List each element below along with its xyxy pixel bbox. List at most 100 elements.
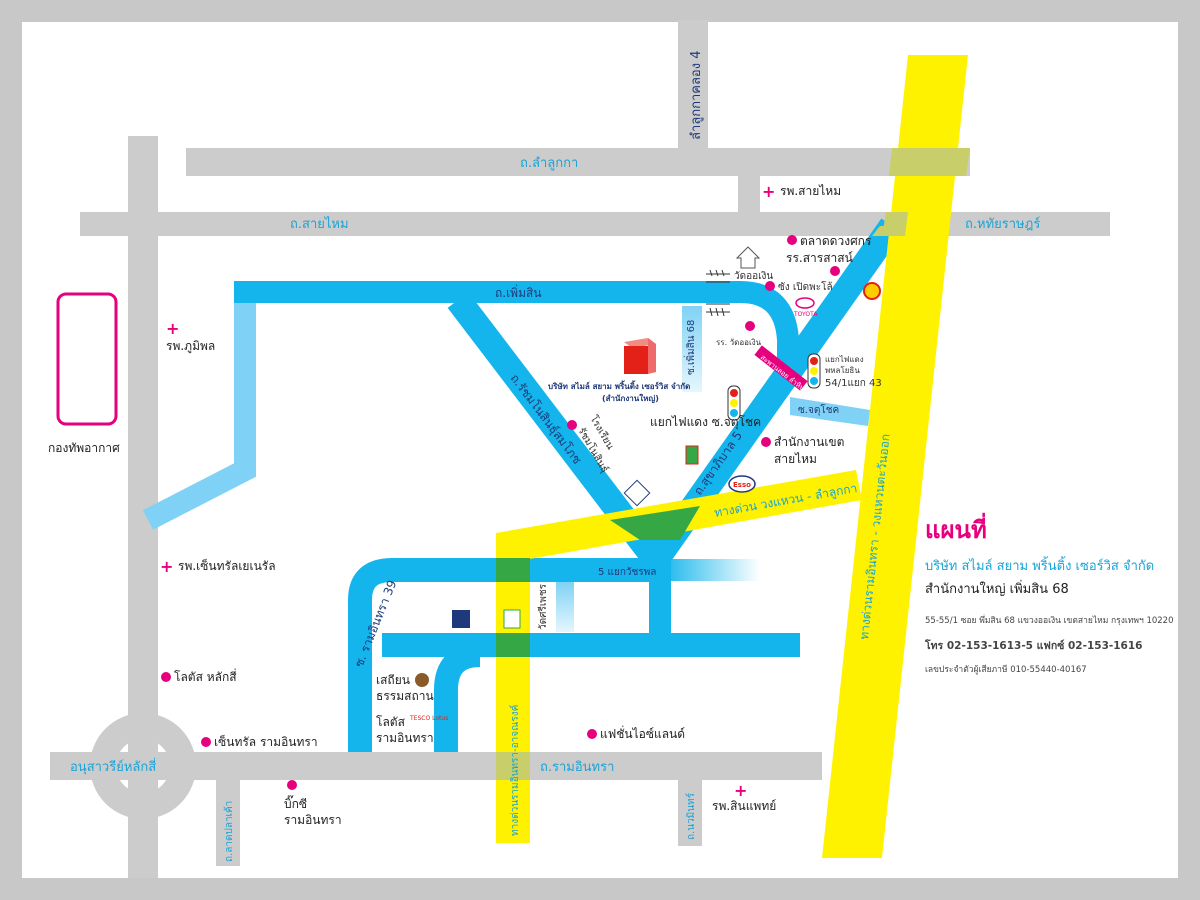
dot-icon	[830, 266, 840, 276]
label-phermsin68: ซ.เพิ่มสิน 68	[683, 320, 697, 375]
label-lang-plakhao: ถ.ลาดปลาเค้า	[223, 801, 235, 862]
label-saimai: ถ.สายไหม	[290, 216, 349, 232]
bank-icon-2	[503, 609, 521, 629]
expressway-atnarong	[496, 533, 530, 843]
label-phermsin: ถ.เพิ่มสิน	[495, 284, 542, 300]
tax-id: เลขประจำตัวผู้เสียภาษี 010-55440-40167	[925, 665, 1087, 675]
dot-icon	[745, 321, 755, 331]
cross-icon: +	[160, 557, 173, 576]
company-sub: (สำนักงานใหญ่)	[602, 393, 659, 404]
road-navamin	[678, 780, 702, 846]
bigc-1: บิ๊กซี	[284, 795, 307, 811]
rr-saransat: รร.สารสาสน์	[786, 251, 853, 265]
light-junction-2: พหลโยธิน	[825, 365, 860, 375]
central-ram: เซ็นทรัล รามอินทรา	[214, 734, 318, 749]
toyota: ซัง เปิดพะโล้	[778, 280, 833, 293]
tesco-logo: TESCO Lotus	[409, 715, 448, 722]
overlaps	[496, 148, 970, 780]
label-anusawari: อนุสาวรีย์หลักสี่	[70, 758, 156, 775]
office-1: สำนักงานเขต	[774, 435, 844, 449]
road-phermsin68	[682, 306, 702, 392]
cross-icon: +	[734, 781, 747, 800]
dot-icon	[567, 420, 577, 430]
bank-icon	[452, 610, 470, 628]
label-jatuchot: ซ.จตุโชค	[798, 403, 839, 416]
dot-icon	[161, 672, 171, 682]
airforce: กองทัพอากาศ	[48, 441, 120, 455]
label-expressway-atnarong: ทางด่วนรามอินทรา-อาจณรงค์	[509, 705, 521, 836]
light-jatuchot: แยกไฟแดง ซ.จตุโชค	[650, 415, 761, 430]
road-jatuchot	[790, 397, 870, 426]
road-lower-branch	[434, 643, 481, 752]
phone: โทร 02-153-1613-5 แฟกซ์ 02-153-1616	[925, 640, 1143, 652]
overlap-7	[889, 148, 970, 176]
overlap-4	[496, 752, 530, 780]
road-lang-plakhao	[216, 780, 240, 866]
rp-saimai: รพ.สายไหม	[780, 184, 841, 198]
rp-bhumibol: รพ.ภูมิพล	[166, 339, 215, 354]
laksi-circle	[90, 713, 196, 819]
label-hathairat: ถ.หทัยราษฎร์	[965, 216, 1040, 232]
headquarters: สำนักงานใหญ่ เพิ่มสิน 68	[925, 582, 1069, 597]
label-wat-sriwong: วัดศรีเพชร	[537, 583, 549, 630]
road-ramintra39	[348, 558, 660, 752]
dot-icon	[787, 235, 797, 245]
rp-central: รพ.เซ็นทรัลเยเนรัล	[178, 558, 276, 573]
blue-roads	[234, 218, 903, 752]
road-phermsin	[234, 281, 799, 360]
dot-icon	[287, 780, 297, 790]
rr-ao-ngoen: รร. วัดออเงิน	[716, 338, 762, 347]
road-lumlukka4	[678, 20, 708, 148]
talad-duangkamon: ตลาดดวงศกร	[800, 234, 872, 248]
road-five-junction-fade	[660, 559, 760, 581]
setthiyan-2: ธรรมสถาน	[376, 689, 434, 703]
road-saimai-hospital-soi	[738, 176, 760, 214]
toyota-logo: TOYOTA	[793, 311, 818, 318]
road-wat-sriwong-soi	[556, 582, 574, 632]
rp-sinphaet: รพ.สินแพทย์	[712, 799, 776, 813]
seven-eleven-icon	[685, 445, 699, 465]
dot-icon	[587, 729, 597, 739]
label-lumlukka4: ลำลูกกาคลอง 4	[689, 51, 704, 141]
label-navamin: ถ.นวมินทร์	[685, 792, 697, 840]
traffic-light-icon	[727, 385, 741, 421]
map-title: แผนที่	[925, 516, 987, 544]
light-junction-1: แยกไฟแดง	[825, 355, 864, 364]
overlap-3	[496, 633, 530, 657]
dot-icon	[761, 437, 771, 447]
traffic-light-icon	[807, 353, 821, 389]
road-lumlukka	[186, 148, 970, 176]
temple-icon	[735, 246, 761, 269]
bridge-icon	[706, 269, 730, 317]
places: + รพ.สายไหม ตลาดดวงศกร รร.สารสาสน์ วัดออ…	[48, 182, 882, 827]
road-bhumibol-soi	[142, 302, 256, 530]
overlap-2	[496, 558, 530, 582]
light-blue-roads	[142, 302, 870, 632]
dot-icon	[765, 281, 775, 291]
road-saimai	[80, 212, 1110, 236]
company-building-icon	[624, 338, 656, 374]
esso-icon	[728, 475, 756, 493]
cross-icon: +	[166, 319, 179, 338]
cross-icon: +	[762, 182, 775, 201]
airforce-icon	[56, 292, 118, 426]
office-2: สายไหม	[774, 452, 817, 466]
lotus-laksi: โลตัส หลักสี่	[174, 668, 237, 684]
setthiyan-1: เสถียน	[376, 673, 410, 687]
shell-icon	[863, 282, 881, 300]
label-ramintra: ถ.รามอินทรา	[540, 760, 614, 775]
ptt-icon	[623, 479, 651, 507]
esso: Esso	[733, 481, 751, 489]
overlap-6	[882, 212, 908, 236]
toyota-icon	[795, 297, 815, 309]
expressway-ring	[822, 55, 968, 858]
bigc-2: รามอินทรา	[284, 813, 342, 827]
company-name: บริษัท สไมล์ สยาม พริ้นติ้ง เซอร์วิส จำก…	[548, 380, 690, 391]
road-ramintra	[50, 752, 822, 780]
label-five-junction: 5 แยกวัชรพล	[598, 567, 656, 578]
temple-emblem-icon	[415, 673, 429, 687]
bridge-banner	[754, 345, 808, 391]
fashion-island: แฟชั่นไอซ์แลนด์	[600, 725, 685, 741]
